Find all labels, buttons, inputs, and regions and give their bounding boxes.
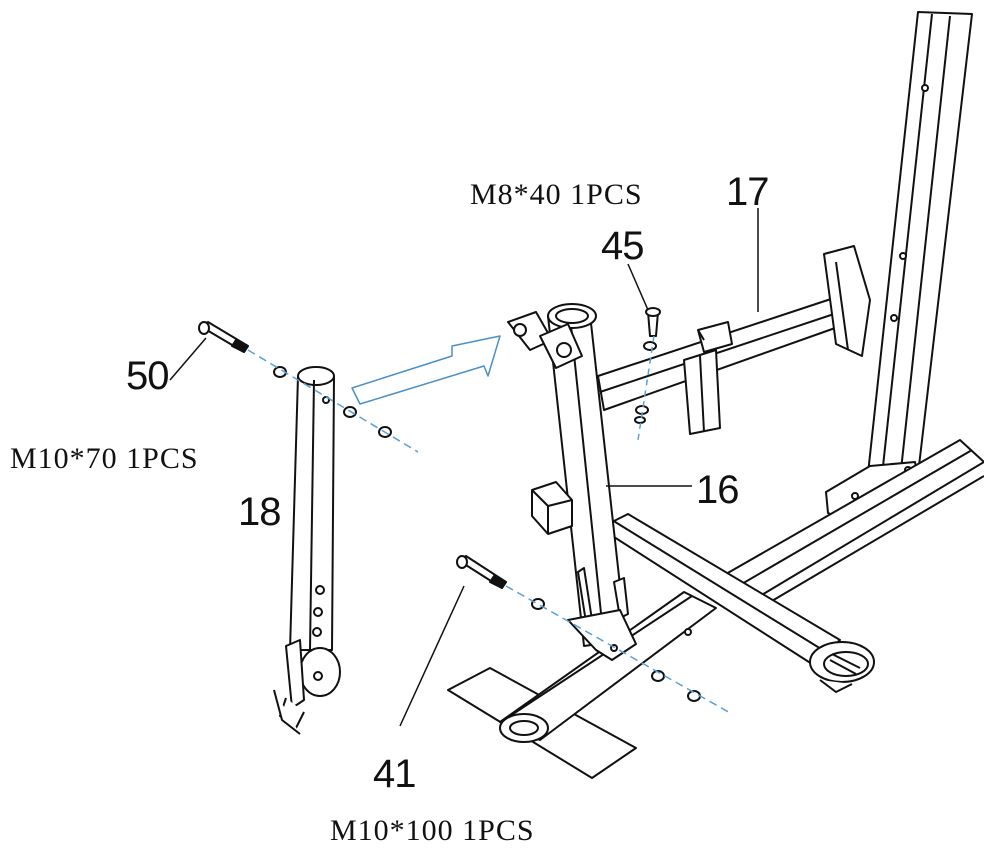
part-number-41: 41 bbox=[373, 752, 416, 796]
hardware-spec-50: M10*70 1PCS bbox=[10, 442, 199, 475]
floor-rail bbox=[711, 439, 984, 609]
assembly-arrow bbox=[351, 335, 501, 405]
pin-tube-18 bbox=[273, 366, 341, 735]
part-number-45: 45 bbox=[601, 224, 644, 268]
base-tube bbox=[599, 513, 875, 693]
part-number-16: 16 bbox=[696, 468, 739, 512]
crossbar-17 bbox=[597, 245, 871, 435]
part-number-17: 17 bbox=[726, 170, 769, 214]
part-number-50: 50 bbox=[126, 354, 169, 398]
hardware-spec-45: M8*40 1PCS bbox=[470, 178, 643, 211]
hardware-spec-41: M10*100 1PCS bbox=[330, 814, 535, 847]
post-16 bbox=[507, 303, 637, 661]
fasteners bbox=[198, 307, 701, 702]
part-number-18: 18 bbox=[238, 490, 281, 534]
assembly-guides bbox=[247, 335, 733, 715]
front-foot bbox=[447, 591, 717, 779]
leader-lines bbox=[169, 208, 759, 727]
